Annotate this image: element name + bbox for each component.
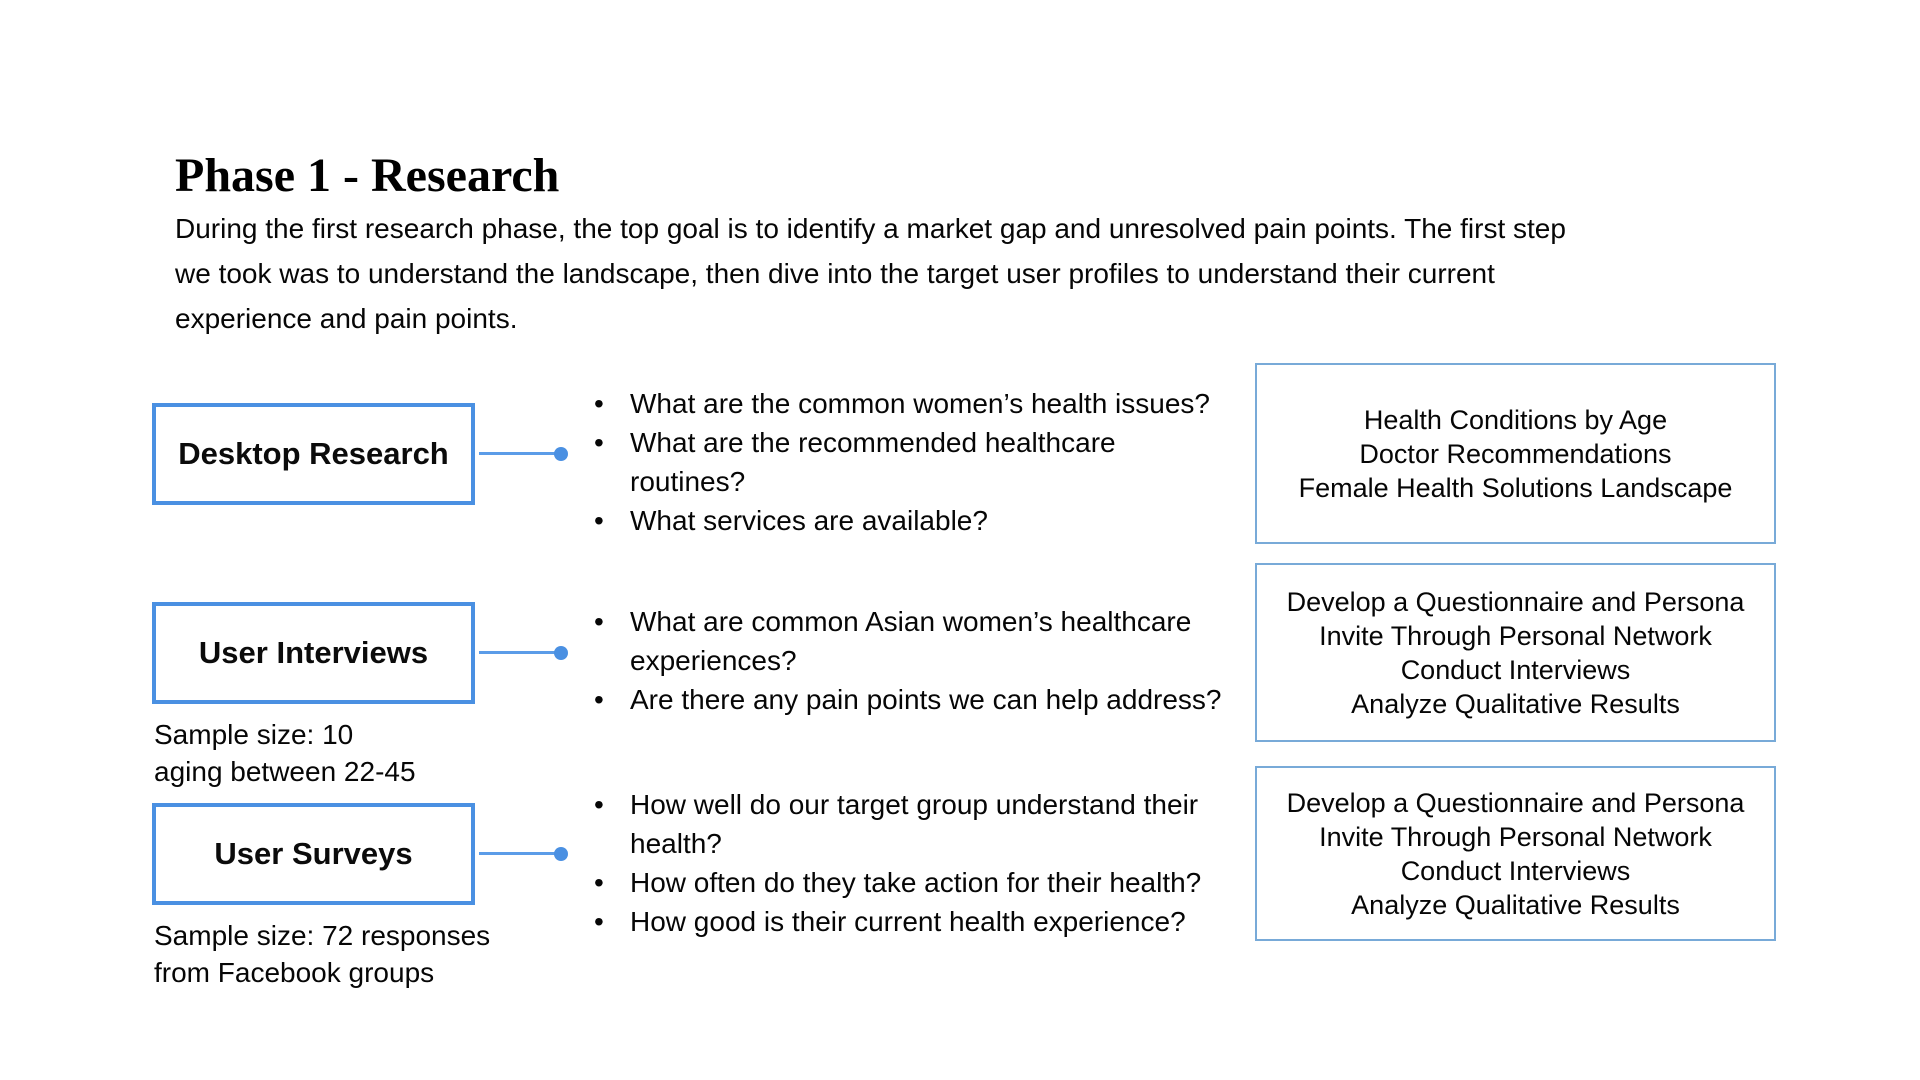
method-box-desktop-research: Desktop Research: [152, 403, 475, 505]
method-label: User Interviews: [198, 635, 429, 670]
sample-size-caption-surveys: Sample size: 72 responses from Facebook …: [154, 920, 491, 988]
question-item: How often do they take action for their …: [592, 863, 1232, 902]
output-box-user-interviews: Develop a Questionnaire and Persona Invi…: [1255, 563, 1776, 742]
page-title: Phase 1 - Research: [175, 149, 560, 203]
output-text: Health Conditions by Age Doctor Recommen…: [1298, 404, 1733, 503]
method-box-user-interviews: User Interviews: [152, 602, 475, 704]
question-item: What services are available?: [592, 501, 1232, 540]
method-label: User Surveys: [214, 836, 413, 871]
question-item: What are the recommended healthcare rout…: [592, 423, 1232, 501]
intro-paragraph: During the first research phase, the top…: [175, 213, 1566, 334]
method-box-user-surveys: User Surveys: [152, 803, 475, 905]
question-item: What are common Asian women’s healthcare…: [592, 602, 1232, 680]
method-label: Desktop Research: [178, 436, 449, 471]
output-text: Develop a Questionnaire and Persona Invi…: [1286, 586, 1745, 719]
connector-line: [479, 651, 555, 654]
question-item: Are there any pain points we can help ad…: [592, 680, 1232, 719]
sample-size-caption-interviews: Sample size: 10 aging between 22-45: [154, 719, 416, 787]
question-list-user-surveys: How well do our target group understand …: [592, 785, 1232, 941]
question-item: How well do our target group understand …: [592, 785, 1232, 863]
question-item: How good is their current health experie…: [592, 902, 1232, 941]
output-box-user-surveys: Develop a Questionnaire and Persona Invi…: [1255, 766, 1776, 941]
question-list-user-interviews: What are common Asian women’s healthcare…: [592, 602, 1232, 719]
output-text: Develop a Questionnaire and Persona Invi…: [1286, 787, 1745, 920]
output-box-desktop-research: Health Conditions by Age Doctor Recommen…: [1255, 363, 1776, 544]
question-item: What are the common women’s health issue…: [592, 384, 1232, 423]
question-list-desktop-research: What are the common women’s health issue…: [592, 384, 1232, 540]
connector-line: [479, 452, 555, 455]
connector-line: [479, 852, 555, 855]
